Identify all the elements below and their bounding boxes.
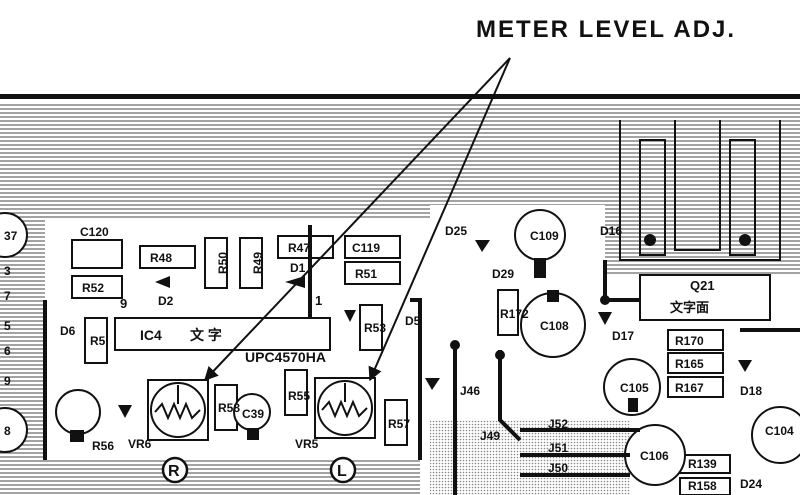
diagram-title: METER LEVEL ADJ.	[476, 16, 737, 43]
label-r165: R165	[675, 357, 704, 371]
label-d29: D29	[492, 267, 514, 281]
label-j49: J49	[480, 429, 500, 443]
q21-kanji: 文字面	[670, 300, 709, 315]
label-j50: J50	[548, 461, 568, 475]
label-r9: 9	[4, 374, 11, 388]
label-r56: R56	[92, 439, 114, 453]
svg-text:L: L	[337, 463, 347, 480]
board-top-border	[0, 94, 800, 99]
heatsink	[619, 120, 781, 261]
label-c37: 37	[4, 229, 18, 243]
label-j51: J51	[548, 441, 568, 455]
ic4-pin1: 1	[315, 293, 322, 308]
capacitor-bodies	[0, 209, 800, 486]
label-vr6: VR6	[128, 437, 152, 451]
label-c109: C109	[530, 229, 559, 243]
label-d16: D16	[600, 224, 622, 238]
ic4-ref: IC4	[140, 327, 162, 343]
label-r51: R51	[355, 267, 377, 281]
label-c106: C106	[640, 449, 669, 463]
label-r58: R58	[218, 401, 240, 415]
ic4-pin9: 9	[120, 296, 127, 311]
label-r6: 6	[4, 344, 11, 358]
copper-traces	[43, 225, 800, 495]
label-r53: R53	[364, 321, 386, 335]
ic4-package	[114, 317, 331, 351]
label-c3: 3	[4, 264, 11, 278]
annotation-arrows	[204, 57, 511, 382]
channel-right-marker: R	[161, 456, 189, 484]
label-c104: C104	[765, 424, 794, 438]
label-c108: C108	[540, 319, 569, 333]
q21-package	[639, 274, 771, 321]
label-d6: D6	[60, 324, 76, 338]
label-r50: R50	[216, 252, 230, 274]
label-d18: D18	[740, 384, 762, 398]
q21-label: Q21	[690, 278, 715, 293]
component-labels: C120 R48 R50 R49 R47 D1 C119 R51 R52 D2 …	[4, 224, 794, 493]
label-r139: R139	[688, 457, 717, 471]
label-r170: R170	[675, 334, 704, 348]
label-d25: D25	[445, 224, 467, 238]
label-r5: R5	[90, 334, 106, 348]
label-d2: D2	[158, 294, 174, 308]
label-r52: R52	[82, 281, 104, 295]
label-vr5: VR5	[295, 437, 319, 451]
channel-left-marker: L	[329, 456, 357, 484]
label-r7: 7	[4, 289, 11, 303]
label-c120: C120	[80, 225, 109, 239]
solder-pads	[70, 258, 638, 442]
label-r55: R55	[288, 389, 310, 403]
ic4-part-number: UPC4570HA	[245, 349, 326, 365]
label-j46: J46	[460, 384, 480, 398]
label-d24: D24	[740, 477, 762, 491]
label-d5: D5	[405, 314, 421, 328]
resistor-bodies	[71, 235, 731, 495]
label-j52: J52	[548, 417, 568, 431]
svg-text:R: R	[168, 463, 180, 480]
ic4-kanji: 文 字	[190, 327, 222, 343]
vr6-trimmer	[147, 379, 209, 441]
label-r57: R57	[388, 417, 410, 431]
label-r47: R47	[288, 241, 310, 255]
label-r167: R167	[675, 381, 704, 395]
label-r8: 8	[4, 424, 11, 438]
label-c39: C39	[242, 407, 264, 421]
label-r172: R172	[500, 307, 529, 321]
label-r49: R49	[251, 252, 265, 274]
label-r48: R48	[150, 251, 172, 265]
label-r158: R158	[688, 479, 717, 493]
label-r5b: 5	[4, 319, 11, 333]
vr5-trimmer	[314, 377, 376, 439]
label-c105: C105	[620, 381, 649, 395]
label-d17: D17	[612, 329, 634, 343]
label-d1: D1	[290, 261, 306, 275]
label-c119: C119	[352, 241, 380, 255]
